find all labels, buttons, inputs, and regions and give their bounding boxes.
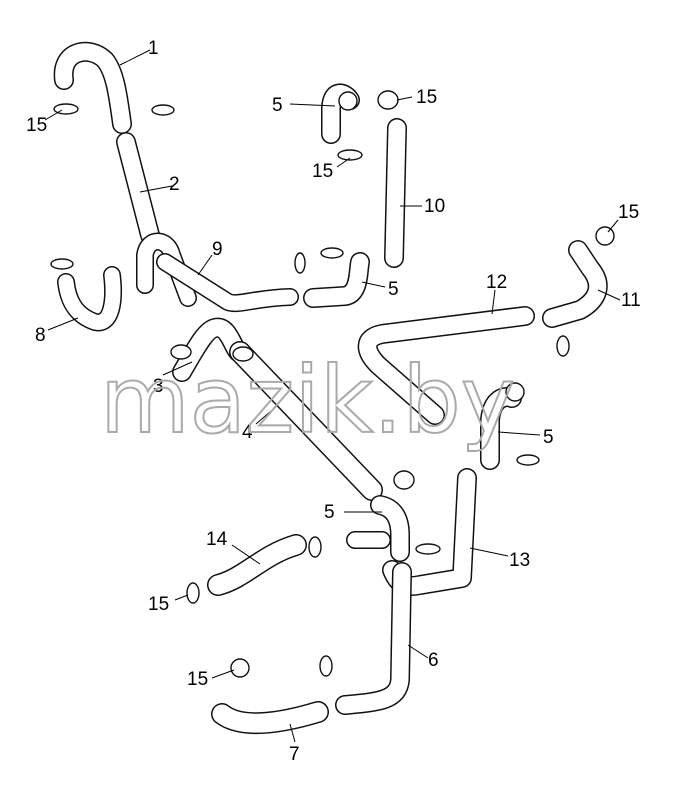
clamp-7	[294, 252, 306, 274]
clamp-16	[415, 543, 441, 555]
hose-9	[136, 232, 299, 313]
label-13: 13	[509, 550, 530, 571]
label-7: 7	[289, 744, 300, 765]
clamp-20	[319, 655, 333, 677]
hose-7	[211, 701, 329, 735]
hose-11	[542, 240, 608, 328]
clamp-17	[308, 536, 322, 558]
label-14: 14	[206, 529, 228, 550]
hose-3	[172, 317, 248, 382]
hose-4	[229, 341, 383, 501]
label-2: 2	[169, 174, 180, 195]
clamp-6	[50, 258, 74, 270]
label-5-mid: 5	[388, 279, 399, 300]
label-5-top: 5	[272, 95, 283, 116]
clamp-14	[516, 454, 540, 466]
label-4: 4	[242, 422, 253, 443]
label-3: 3	[153, 376, 164, 397]
label-15-c: 15	[312, 161, 333, 182]
label-1: 1	[148, 38, 159, 59]
label-15-b: 15	[416, 87, 437, 108]
watermark: mazik.by	[100, 347, 515, 454]
label-5-lower: 5	[324, 502, 335, 523]
clamp-13	[505, 382, 525, 402]
clamp-4	[377, 90, 399, 110]
clamp-11	[170, 344, 192, 360]
hose-5-lower	[346, 495, 410, 562]
hose-14	[207, 534, 307, 596]
label-10: 10	[424, 196, 445, 217]
label-9: 9	[212, 239, 223, 260]
hose-12	[357, 306, 535, 425]
clamp-9	[595, 226, 615, 246]
label-11: 11	[621, 290, 641, 311]
label-15-f: 15	[187, 669, 208, 690]
clamp-10	[556, 335, 570, 357]
clamp-8	[320, 247, 344, 259]
clamp-2	[151, 104, 175, 116]
clamp-3	[338, 91, 358, 111]
label-8: 8	[35, 325, 46, 346]
label-6: 6	[428, 650, 439, 671]
clamp-5	[337, 149, 363, 161]
label-12: 12	[486, 272, 507, 293]
clamp-15	[393, 470, 415, 490]
label-5-right: 5	[543, 427, 554, 448]
hose-5-mid	[303, 252, 370, 308]
label-15-e: 15	[148, 594, 169, 615]
label-15-d: 15	[618, 202, 639, 223]
label-15-a: 15	[26, 115, 47, 136]
hose-2	[116, 132, 160, 245]
hose-1	[53, 41, 132, 134]
hose-6	[335, 562, 412, 715]
clamp-19	[230, 658, 250, 678]
clamp-12	[232, 346, 254, 362]
clamp-18	[186, 582, 200, 604]
hose-10	[384, 118, 407, 268]
hose-8	[57, 266, 123, 332]
